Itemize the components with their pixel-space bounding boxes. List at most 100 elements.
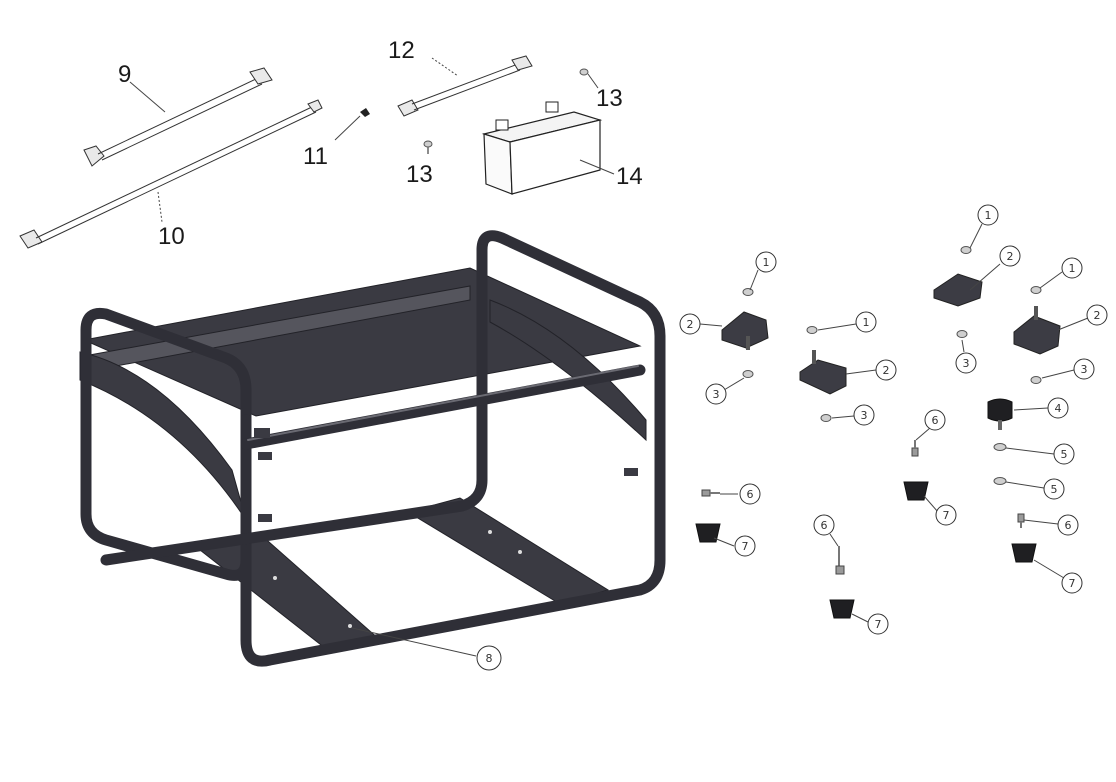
leader-7-b — [923, 495, 939, 513]
leader-7-c — [851, 613, 869, 623]
label-11: 11 — [303, 143, 328, 170]
leader-10 — [157, 191, 163, 223]
callout-rt-2 — [999, 245, 1021, 267]
bolt-6-c — [835, 546, 845, 575]
callout-5-upper-label: 5 — [1061, 448, 1068, 461]
callout-6-b-label: 6 — [932, 414, 939, 427]
callout-6-a — [739, 483, 761, 505]
callout-r-3-label: 3 — [1081, 363, 1088, 376]
callout-left-1-label: 1 — [763, 256, 770, 269]
leader-6-b — [915, 427, 931, 441]
leader-7-a — [713, 537, 735, 547]
leader-left-3 — [723, 377, 745, 391]
callout-left-3 — [705, 383, 727, 405]
bolt-6-b — [911, 440, 919, 457]
battery-14 — [481, 101, 603, 195]
leader-mid-3 — [831, 415, 855, 419]
leader-left-1 — [749, 269, 759, 291]
callout-5-upper — [1053, 443, 1075, 465]
callout-left-3-label: 3 — [713, 388, 720, 401]
callout-mid-1 — [855, 311, 877, 333]
rubber-bumper-4 — [987, 398, 1013, 430]
label-14: 14 — [616, 163, 643, 190]
leader-mid-2 — [845, 369, 877, 375]
callout-r-1-label: 1 — [1069, 262, 1076, 275]
callout-r-1 — [1061, 257, 1083, 279]
callout-r-2 — [1086, 304, 1108, 326]
leader-r-3 — [1041, 369, 1075, 379]
frame-8 — [79, 230, 666, 667]
leader-9 — [129, 81, 166, 113]
callout-rt-2-label: 2 — [1007, 250, 1014, 263]
callout-r-3 — [1073, 358, 1095, 380]
clip-11 — [360, 108, 370, 117]
callout-mid-3-label: 3 — [861, 409, 868, 422]
callout-8-label: 8 — [486, 652, 493, 665]
label-13-upper: 13 — [596, 85, 623, 112]
leader-left-2 — [699, 323, 723, 327]
callout-mid-3 — [853, 404, 875, 426]
mount-bracket-middle — [799, 326, 847, 422]
leader-rt-1 — [969, 223, 983, 249]
label-10: 10 — [158, 223, 185, 250]
mount-bracket-right — [1013, 286, 1061, 384]
callout-7-a — [734, 535, 756, 557]
leader-13-upper — [587, 73, 599, 89]
callout-rt-1-label: 1 — [985, 209, 992, 222]
callout-mid-1-label: 1 — [863, 316, 870, 329]
mount-bracket-left — [721, 288, 769, 378]
callout-r-2-label: 2 — [1094, 309, 1101, 322]
callout-rt-3-label: 3 — [963, 357, 970, 370]
label-12: 12 — [388, 37, 415, 64]
callout-rt-1 — [977, 204, 999, 226]
callout-7-b — [935, 504, 957, 526]
callout-7-b-label: 7 — [943, 509, 950, 522]
leader-5-lower — [1005, 481, 1045, 489]
leader-mid-1 — [817, 323, 857, 331]
callout-5-lower-label: 5 — [1051, 483, 1058, 496]
callout-mid-2-label: 2 — [883, 364, 890, 377]
callout-6-d — [1057, 514, 1079, 536]
callout-6-c — [813, 514, 835, 536]
callout-6-a-label: 6 — [747, 488, 754, 501]
leader-rt-3 — [961, 339, 965, 353]
callout-7-c-label: 7 — [875, 618, 882, 631]
callout-5-lower — [1043, 478, 1065, 500]
leader-11 — [334, 115, 361, 141]
bolt-6-a — [701, 489, 720, 497]
rubber-foot-7-c — [829, 599, 855, 619]
callout-left-2-label: 2 — [687, 318, 694, 331]
leader-7-d — [1033, 559, 1065, 579]
callout-6-b — [924, 409, 946, 431]
leader-5-upper — [1005, 447, 1055, 455]
leader-r-2 — [1057, 317, 1089, 331]
callout-7-a-label: 7 — [742, 540, 749, 553]
callout-4-label: 4 — [1055, 402, 1062, 415]
leader-4 — [1013, 407, 1049, 411]
callout-left-2 — [679, 313, 701, 335]
leader-12 — [431, 57, 459, 77]
callout-4 — [1047, 397, 1069, 419]
bolt-13-upper — [579, 68, 589, 76]
leader-8 — [351, 627, 477, 657]
battery-strap-9 — [83, 67, 273, 167]
washer-5-lower — [993, 477, 1007, 485]
label-13-lower: 13 — [406, 161, 433, 188]
washer-5-upper — [993, 443, 1007, 451]
mount-bracket-right-top — [933, 246, 983, 338]
callout-6-c-label: 6 — [821, 519, 828, 532]
callout-7-c — [867, 613, 889, 635]
rubber-foot-7-d — [1011, 543, 1037, 563]
callout-7-d-label: 7 — [1069, 577, 1076, 590]
bolt-13-lower — [423, 140, 433, 154]
leader-r-1 — [1039, 271, 1063, 289]
battery-strap-12 — [397, 55, 533, 117]
callout-8 — [476, 645, 502, 671]
rubber-foot-7-b — [903, 481, 929, 501]
callout-left-1 — [755, 251, 777, 273]
callout-6-d-label: 6 — [1065, 519, 1072, 532]
bolt-6-d — [1017, 513, 1025, 528]
battery-strap-10 — [19, 99, 323, 249]
callout-rt-3 — [955, 352, 977, 374]
